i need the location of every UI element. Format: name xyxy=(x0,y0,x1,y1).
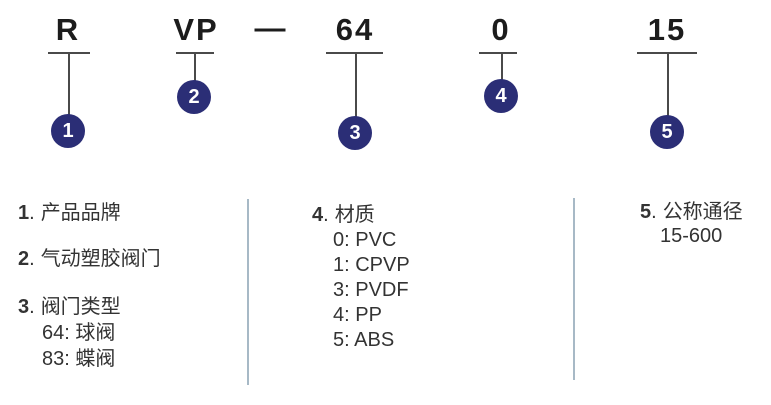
legend-item-5-sub-1: 15-600 xyxy=(660,225,723,247)
legend-item-3-sub-2: 83: 蝶阀 xyxy=(42,348,116,370)
legend-item-2-label: 气动塑胶阀门 xyxy=(40,248,161,270)
code-segment-brand: R xyxy=(55,12,81,47)
legend-item-4-sub-1: 0: PVC xyxy=(333,229,397,251)
legend-item-5: 5.公称通径 xyxy=(640,201,743,223)
code-separator-dash: — xyxy=(254,10,286,45)
legend-item-4-sub-4: 4: PP xyxy=(333,304,382,326)
badge-4: 4 xyxy=(484,79,518,113)
connector-line-4 xyxy=(501,52,503,80)
legend-item-1: 1.产品品牌 xyxy=(18,202,121,224)
legend-column-3: 5.公称通径 15-600 xyxy=(640,200,743,248)
badge-2: 2 xyxy=(177,80,211,114)
underline-3 xyxy=(326,52,383,54)
legend-item-4: 4.材质 xyxy=(312,204,375,226)
legend-item-1-number: 1 xyxy=(18,202,30,224)
legend-item-2-number: 2 xyxy=(18,248,30,270)
column-divider-1 xyxy=(247,199,249,385)
badge-5: 5 xyxy=(650,115,684,149)
legend-item-3: 3.阀门类型 xyxy=(18,296,121,318)
legend-item-3-sub-1: 64: 球阀 xyxy=(42,322,116,344)
code-segment-material: 0 xyxy=(491,12,511,47)
legend-item-3-number: 3 xyxy=(18,296,30,318)
code-segment-series: VP xyxy=(173,12,219,47)
badge-3: 3 xyxy=(338,116,372,150)
connector-line-2 xyxy=(194,52,196,81)
code-segment-diameter: 15 xyxy=(647,12,687,47)
legend-item-4-sub-3: 3: PVDF xyxy=(333,279,409,301)
legend-item-4-label: 材质 xyxy=(334,204,375,226)
badge-1: 1 xyxy=(51,114,85,148)
connector-line-3 xyxy=(355,52,357,117)
legend-item-5-label: 公称通径 xyxy=(662,201,743,223)
legend-item-5-number: 5 xyxy=(640,201,652,223)
underline-4 xyxy=(479,52,517,54)
legend-column-2: 4.材质 0: PVC 1: CPVP 3: PVDF 4: PP 5: ABS xyxy=(312,203,410,353)
column-divider-2 xyxy=(573,198,575,380)
legend-item-3-label: 阀门类型 xyxy=(40,296,121,318)
legend-item-4-sub-5: 5: ABS xyxy=(333,329,395,351)
code-segment-valve-type: 64 xyxy=(335,12,375,47)
connector-line-1 xyxy=(68,52,70,115)
legend-item-4-number: 4 xyxy=(312,204,324,226)
legend-column-1: 1.产品品牌 2.气动塑胶阀门 3.阀门类型 64: 球阀 83: 蝶阀 xyxy=(18,200,161,372)
connector-line-5 xyxy=(667,52,669,116)
legend-item-1-label: 产品品牌 xyxy=(40,202,121,224)
legend-item-4-sub-2: 1: CPVP xyxy=(333,254,410,276)
legend-item-2: 2.气动塑胶阀门 xyxy=(18,248,161,270)
